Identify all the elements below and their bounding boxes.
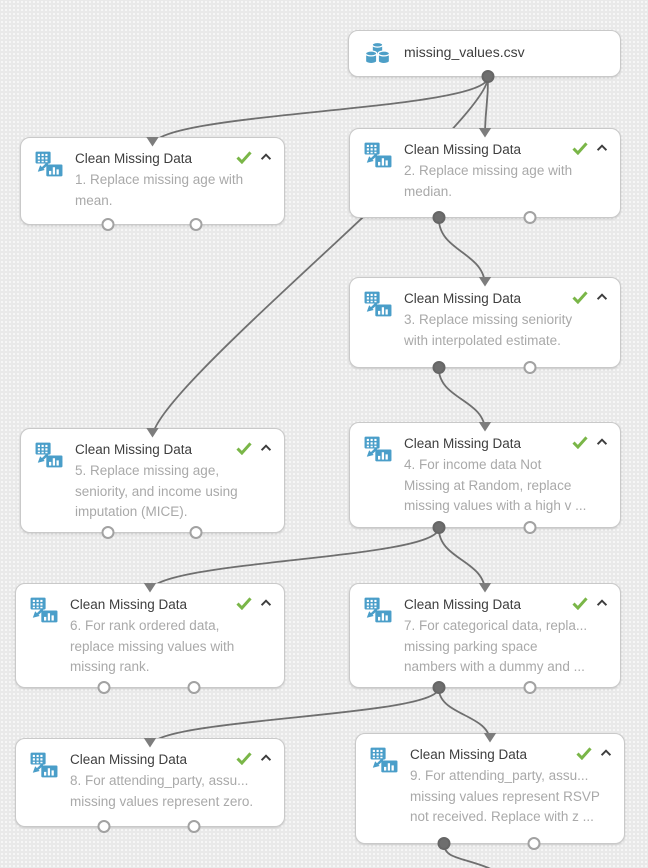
module-title: Clean Missing Data — [404, 291, 522, 306]
output-port-cleaned-dataset[interactable] — [432, 361, 446, 374]
checkmark-success-icon — [572, 142, 588, 156]
checkmark-success-icon — [572, 291, 588, 305]
clean-missing-data-icon — [370, 747, 398, 773]
module-title: Clean Missing Data — [70, 597, 188, 612]
module-title: Clean Missing Data — [404, 597, 522, 612]
chevron-up-icon[interactable] — [260, 153, 272, 161]
module-node-n2[interactable]: Clean Missing Data 2. Replace missing ag… — [349, 128, 621, 224]
module-description: 1. Replace missing age with mean. — [75, 172, 244, 208]
output-port-cleaned-dataset[interactable] — [432, 681, 446, 694]
checkmark-success-icon — [572, 597, 588, 611]
output-port-transformation[interactable] — [523, 361, 537, 374]
clean-missing-data-icon — [35, 442, 63, 468]
checkmark-success-icon — [236, 752, 252, 766]
module-node-n9[interactable]: Clean Missing Data 9. For attending_part… — [355, 733, 625, 850]
module-title: Clean Missing Data — [404, 436, 522, 451]
output-port-cleaned-dataset[interactable] — [97, 681, 111, 694]
output-port-cleaned-dataset[interactable] — [97, 820, 111, 833]
output-port-transformation[interactable] — [187, 820, 201, 833]
dataset-database-icon — [363, 39, 392, 66]
clean-missing-data-icon — [364, 291, 392, 317]
checkmark-success-icon — [236, 597, 252, 611]
module-node-n6[interactable]: Clean Missing Data 6. For rank ordered d… — [15, 583, 285, 694]
chevron-up-icon[interactable] — [260, 599, 272, 607]
clean-missing-data-icon — [35, 151, 63, 177]
chevron-up-icon[interactable] — [596, 144, 608, 152]
output-port-transformation[interactable] — [189, 218, 203, 231]
chevron-up-icon[interactable] — [260, 754, 272, 762]
output-port-transformation[interactable] — [523, 211, 537, 224]
output-port-cleaned-dataset[interactable] — [101, 218, 115, 231]
chevron-up-icon[interactable] — [596, 293, 608, 301]
module-title: Clean Missing Data — [75, 442, 193, 457]
module-description: 7. For categorical data, repla... missin… — [404, 618, 588, 674]
module-description: 2. Replace missing age with median. — [404, 163, 573, 199]
module-description: 9. For attending_party, assu... missing … — [410, 768, 600, 824]
clean-missing-data-icon — [364, 436, 392, 462]
checkmark-success-icon — [576, 747, 592, 761]
output-port-cleaned-dataset[interactable] — [101, 526, 115, 539]
output-port-transformation[interactable] — [523, 521, 537, 534]
module-node-n5[interactable]: Clean Missing Data 5. Replace missing ag… — [20, 428, 285, 539]
output-port-cleaned-dataset[interactable] — [437, 837, 451, 850]
dataset-node[interactable]: missing_values.csv — [348, 30, 621, 83]
clean-missing-data-icon — [364, 597, 392, 623]
chevron-up-icon[interactable] — [596, 438, 608, 446]
module-node-n4[interactable]: Clean Missing Data 4. For income data No… — [349, 422, 621, 534]
clean-missing-data-icon — [364, 142, 392, 168]
module-title: Clean Missing Data — [70, 752, 188, 767]
chevron-up-icon[interactable] — [596, 599, 608, 607]
dataset-output-port[interactable] — [481, 70, 495, 83]
module-title: Clean Missing Data — [75, 151, 193, 166]
output-port-transformation[interactable] — [523, 681, 537, 694]
checkmark-success-icon — [572, 436, 588, 450]
module-description: 4. For income data Not Missing at Random… — [404, 457, 587, 513]
edge-n9-to-offscreen-bottom — [443, 843, 491, 868]
module-title: Clean Missing Data — [404, 142, 522, 157]
module-description: 3. Replace missing seniority with interp… — [404, 312, 573, 348]
output-port-cleaned-dataset[interactable] — [432, 521, 446, 534]
clean-missing-data-icon — [30, 597, 58, 623]
checkmark-success-icon — [236, 442, 252, 456]
chevron-up-icon[interactable] — [600, 749, 612, 757]
module-node-n3[interactable]: Clean Missing Data 3. Replace missing se… — [349, 277, 621, 374]
dataset-label: missing_values.csv — [404, 44, 525, 60]
clean-missing-data-icon — [30, 752, 58, 778]
output-port-transformation[interactable] — [189, 526, 203, 539]
module-title: Clean Missing Data — [410, 747, 528, 762]
output-port-cleaned-dataset[interactable] — [432, 211, 446, 224]
output-port-transformation[interactable] — [187, 681, 201, 694]
module-description: 6. For rank ordered data, replace missin… — [70, 618, 235, 674]
module-node-n1[interactable]: Clean Missing Data 1. Replace missing ag… — [20, 137, 285, 231]
chevron-up-icon[interactable] — [260, 444, 272, 452]
edge-n2-to-n3 — [437, 217, 486, 287]
module-description: 5. Replace missing age, seniority, and i… — [75, 463, 238, 519]
module-node-n7[interactable]: Clean Missing Data 7. For categorical da… — [349, 583, 621, 694]
checkmark-success-icon — [236, 151, 252, 165]
module-description: 8. For attending_party, assu... missing … — [70, 773, 254, 809]
output-port-transformation[interactable] — [527, 837, 541, 850]
module-node-n8[interactable]: Clean Missing Data 8. For attending_part… — [15, 738, 285, 833]
